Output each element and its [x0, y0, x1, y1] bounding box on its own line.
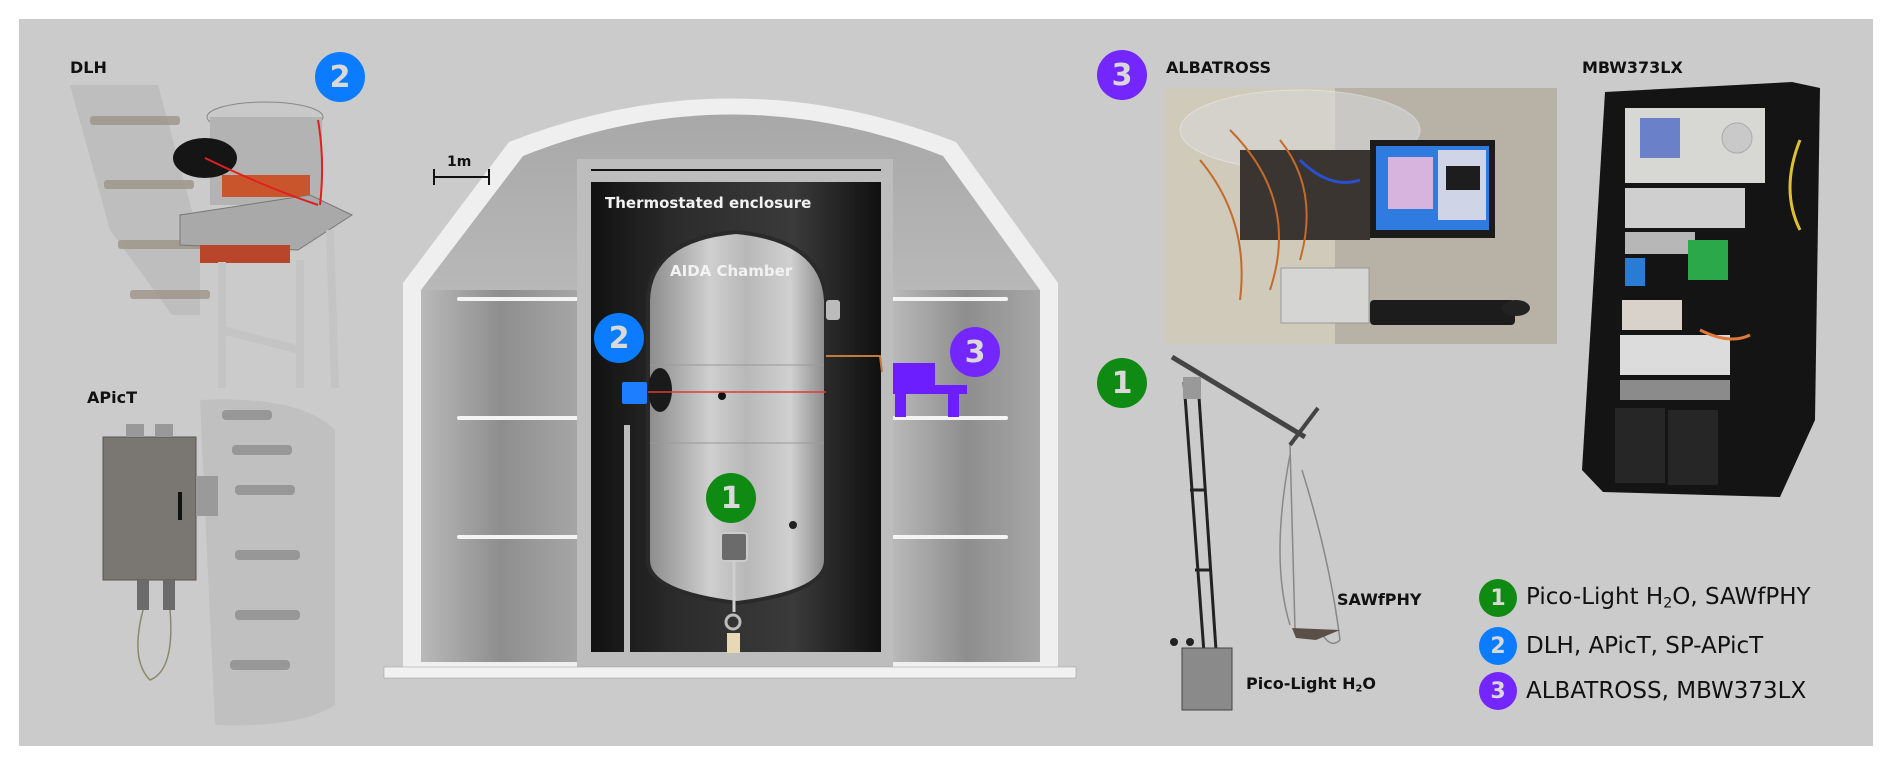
albatross-desk-marker	[893, 363, 967, 417]
floor-slab	[383, 666, 1077, 679]
legend-item-1: 1 Pico-Light H2O, SAWfPHY	[1479, 579, 1811, 617]
enclosure-top-line	[591, 169, 881, 171]
picolight-label: Pico-Light H2O	[1246, 674, 1376, 694]
inlet-pipe	[727, 633, 740, 653]
legend-text-1: Pico-Light H2O, SAWfPHY	[1526, 584, 1811, 612]
legend-text-2: DLH, APicT, SP-APicT	[1526, 633, 1764, 659]
legend-badge-1: 1	[1479, 579, 1517, 617]
chamber-side-flange	[826, 300, 840, 320]
apict-label: APicT	[87, 388, 137, 407]
badge-2-dlh: 2	[315, 52, 365, 102]
albatross-tube	[826, 355, 883, 373]
legend-item-2: 2 DLH, APicT, SP-APicT	[1479, 627, 1763, 665]
badge-3-chamber: 3	[950, 327, 1000, 377]
shelf	[457, 535, 581, 539]
shelf	[457, 297, 581, 301]
badge-1-sampling: 1	[1097, 358, 1147, 408]
shelf	[457, 416, 581, 420]
shelf	[892, 297, 1008, 301]
legend-badge-3: 3	[1479, 672, 1517, 710]
albatross-label: ALBATROSS	[1166, 58, 1272, 77]
badge-2-chamber: 2	[594, 313, 644, 363]
legend-text-3: ALBATROSS, MBW373LX	[1526, 678, 1807, 704]
inlet-valve	[724, 613, 742, 631]
picolight-label-sub: 2	[1355, 683, 1363, 695]
legend-text-1-sub: 2	[1663, 595, 1673, 612]
pico-light-inlet	[720, 532, 748, 562]
legend-text-1b: O, SAWfPHY	[1672, 584, 1811, 611]
sawfphy-label: SAWfPHY	[1337, 590, 1422, 609]
dlh-unit-marker	[622, 382, 647, 404]
shelves	[457, 297, 1008, 539]
badge-3-albatross: 3	[1097, 50, 1147, 100]
aida-chamber	[646, 229, 828, 606]
chamber-port	[718, 392, 726, 400]
legend-badge-2: 2	[1479, 627, 1517, 665]
support-post	[624, 425, 630, 653]
scale-bar-label: 1m	[447, 154, 472, 170]
chamber-port	[789, 521, 797, 529]
shelf	[892, 416, 1008, 420]
chamber-port	[648, 368, 672, 412]
building-left-bay	[421, 290, 581, 662]
badge-1-chamber: 1	[706, 473, 756, 523]
legend-text-1a: Pico-Light H	[1526, 584, 1664, 611]
scale-bar	[433, 169, 490, 185]
enclosure-label: Thermostated enclosure	[605, 194, 812, 212]
mbw-label: MBW373LX	[1582, 58, 1683, 77]
picolight-label-end: O	[1362, 674, 1376, 693]
legend-item-3: 3 ALBATROSS, MBW373LX	[1479, 672, 1806, 710]
shelf	[892, 535, 1008, 539]
dlh-label: DLH	[70, 58, 107, 77]
chamber-label: AIDA Chamber	[670, 262, 793, 280]
picolight-label-main: Pico-Light H	[1246, 674, 1356, 693]
